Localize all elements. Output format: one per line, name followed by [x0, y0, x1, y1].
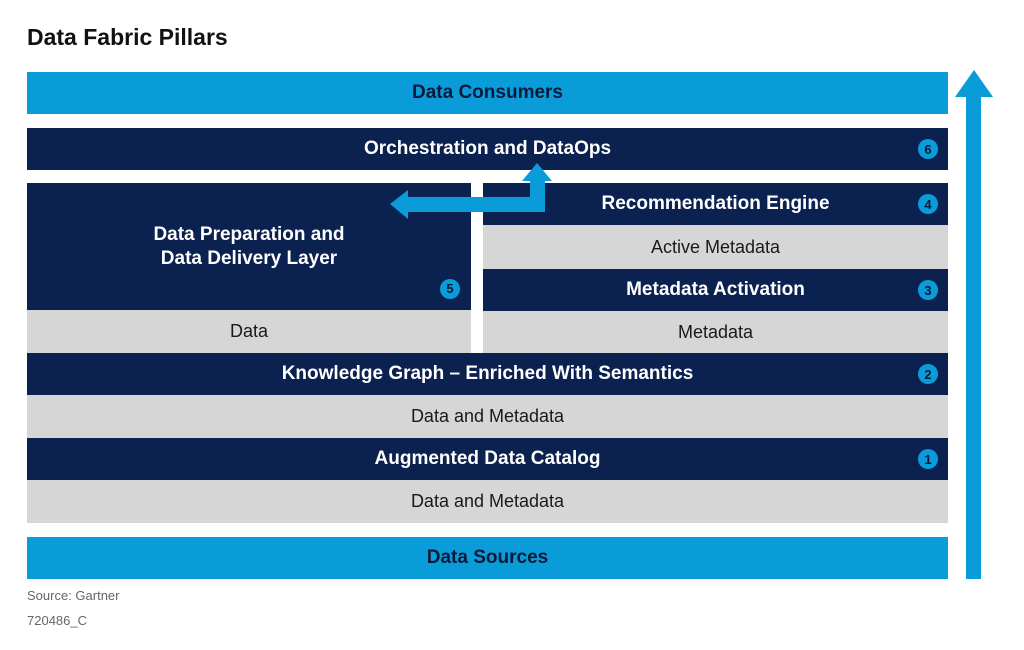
figure-id: 720486_C [27, 613, 87, 628]
data-row: Data [27, 310, 471, 353]
metadata-row: Metadata [483, 311, 948, 353]
badge-3: 3 [918, 280, 938, 300]
recommendation-engine-bar: Recommendation Engine 4 [483, 183, 948, 225]
upward-arrow-icon [955, 70, 993, 579]
metadata-activation-label: Metadata Activation [626, 279, 805, 300]
active-metadata-row: Active Metadata [483, 225, 948, 269]
badge-2: 2 [918, 364, 938, 384]
diagram-title: Data Fabric Pillars [27, 24, 228, 50]
augmented-catalog-bar: Augmented Data Catalog 1 [27, 438, 948, 480]
data-and-metadata-row-2: Data and Metadata [27, 480, 948, 523]
data-and-metadata-row-1: Data and Metadata [27, 395, 948, 438]
badge-4: 4 [918, 194, 938, 214]
badge-5: 5 [440, 279, 460, 299]
badge-6: 6 [918, 139, 938, 159]
source-note: Source: Gartner [27, 588, 120, 603]
badge-1: 1 [918, 449, 938, 469]
metadata-activation-bar: Metadata Activation 3 [483, 269, 948, 311]
knowledge-graph-bar: Knowledge Graph – Enriched With Semantic… [27, 353, 948, 395]
data-prep-label-1: Data Preparation and [153, 223, 345, 245]
data-consumers-bar: Data Consumers [27, 72, 948, 114]
knowledge-graph-label: Knowledge Graph – Enriched With Semantic… [281, 363, 694, 384]
data-prep-label-2: Data Delivery Layer [160, 247, 338, 269]
orchestration-bar: Orchestration and DataOps 6 [27, 128, 948, 170]
augmented-catalog-label: Augmented Data Catalog [374, 448, 601, 469]
recommendation-label: Recommendation Engine [601, 193, 830, 214]
data-sources-bar: Data Sources [27, 537, 948, 579]
flow-arrow-icon [390, 163, 552, 219]
orchestration-label: Orchestration and DataOps [363, 138, 612, 159]
